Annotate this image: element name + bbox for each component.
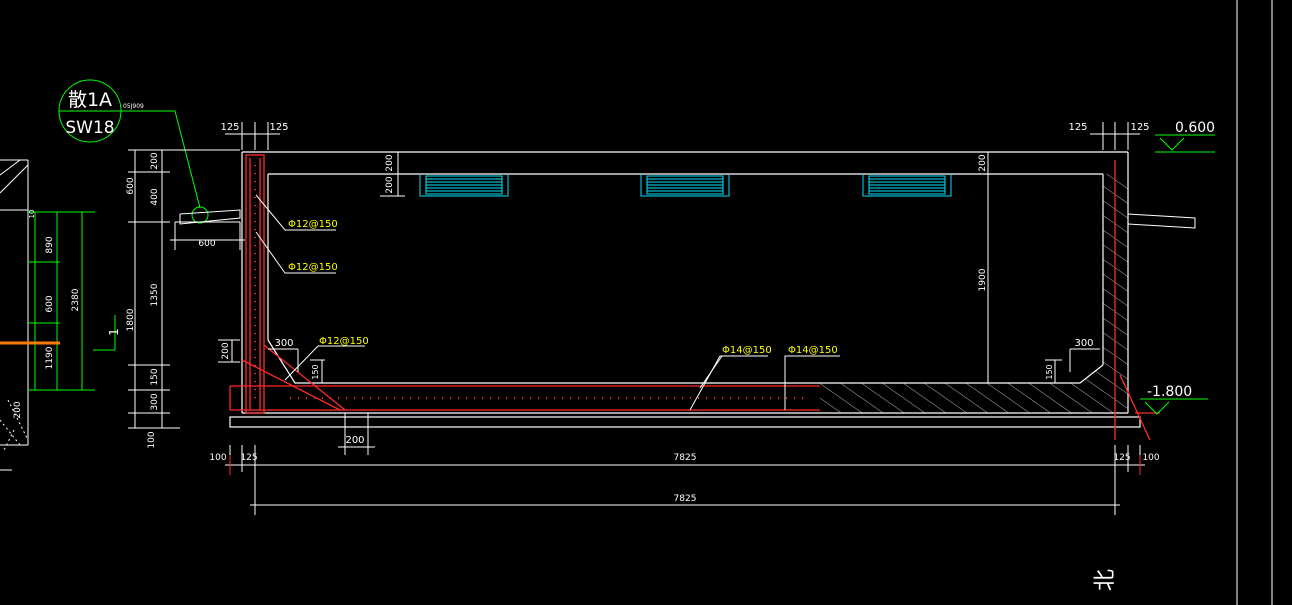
dim-eave-600: 600 — [198, 239, 215, 249]
cover-dimensions: 200 200 200 1900 — [380, 151, 989, 383]
dim-top-right-a: 125 — [1068, 122, 1087, 133]
dim-haunch-300-right: 300 — [1074, 338, 1093, 349]
dim-bottom-125-right: 125 — [1113, 453, 1130, 463]
dim-bottom-7825-inner: 7825 — [674, 453, 697, 463]
dim-top-left-a: 125 — [220, 122, 239, 133]
dim-left-150: 150 — [150, 368, 160, 385]
bottom-dimensions: 100 125 7825 125 100 7825 — [209, 445, 1160, 515]
rebar-label-slab-bottom: Φ14@150 — [722, 345, 772, 356]
dim-bottom-100-left: 100 — [209, 453, 226, 463]
left-dim-890: 890 — [45, 236, 55, 253]
section-mark: 1 — [107, 328, 121, 336]
north-mark: 北 — [1093, 569, 1118, 591]
dim-cover-200b: 200 — [385, 176, 395, 193]
dim-left-1350: 1350 — [150, 283, 160, 306]
dim-inner-height: 1900 — [978, 268, 988, 291]
dim-base-200: 200 — [345, 435, 364, 446]
left-eave — [179, 209, 241, 225]
dim-top-right-b: 125 — [1130, 122, 1149, 133]
vent-grille-2 — [640, 174, 730, 197]
left-dim-200: 200 — [13, 401, 23, 418]
dim-wall-200: 200 — [221, 342, 231, 359]
dim-haunch-150-right: 150 — [1045, 364, 1054, 379]
dim-cover-200c: 200 — [978, 154, 988, 171]
rebar-label-slab-top: Φ14@150 — [788, 345, 838, 356]
dim-left-300: 300 — [150, 393, 160, 410]
vent-grilles — [419, 174, 952, 197]
elevation-bottom-value: -1.800 — [1147, 384, 1192, 400]
left-dim-10: 10 — [28, 210, 36, 219]
dim-haunch-300-left: 300 — [274, 338, 293, 349]
dim-bottom-100-right: 100 — [1142, 453, 1159, 463]
elevation-marker-bottom: -1.800 — [1140, 384, 1208, 415]
dim-bottom-125-left: 125 — [240, 453, 257, 463]
rebar-label-wall-inner: Φ12@150 — [288, 262, 338, 273]
left-partial-drawing: 890 600 1190 2380 200 10 1 — [0, 159, 121, 471]
detail-callout[interactable]: 散1A SW18 05J909 — [58, 79, 209, 224]
dim-cover-200a: 200 — [385, 154, 395, 171]
rebar-label-haunch: Φ12@150 — [319, 336, 369, 347]
dim-left-400: 400 — [150, 188, 160, 205]
callout-code-top: 散1A — [68, 89, 112, 111]
rebar-leaders — [255, 194, 840, 411]
callout-ref: 05J909 — [123, 103, 144, 110]
dim-haunch-150-left: 150 — [311, 364, 320, 379]
top-dimensions: 125 125 125 125 — [220, 122, 1150, 150]
rebar-dots — [254, 165, 810, 405]
hatched-concrete — [820, 174, 1128, 413]
left-dimension-chain: 600 200 400 1800 1350 150 300 100 600 — [126, 149, 245, 449]
left-dim-2380: 2380 — [71, 288, 81, 311]
haunch-dimensions: 300 150 300 150 200 200 — [218, 338, 1100, 455]
left-dim-1190: 1190 — [45, 346, 55, 369]
right-eave — [1127, 213, 1196, 229]
dim-left-100: 100 — [147, 431, 157, 448]
dim-left-200: 200 — [150, 152, 160, 169]
elevation-marker-top: 0.600 — [1155, 120, 1215, 153]
dim-top-left-b: 125 — [269, 122, 288, 133]
dim-left-1800: 1800 — [126, 308, 136, 331]
rebar-label-wall-outer: Φ12@150 — [288, 219, 338, 230]
viewport-border-lines — [1236, 0, 1273, 605]
elevation-top-value: 0.600 — [1175, 120, 1215, 136]
vent-grille-3 — [862, 174, 952, 197]
left-dim-600: 600 — [45, 295, 55, 312]
dim-bottom-7825-total: 7825 — [674, 494, 697, 504]
dim-left-600: 600 — [126, 177, 136, 194]
callout-code-bottom: SW18 — [65, 118, 114, 138]
vent-grille-1 — [419, 174, 509, 197]
